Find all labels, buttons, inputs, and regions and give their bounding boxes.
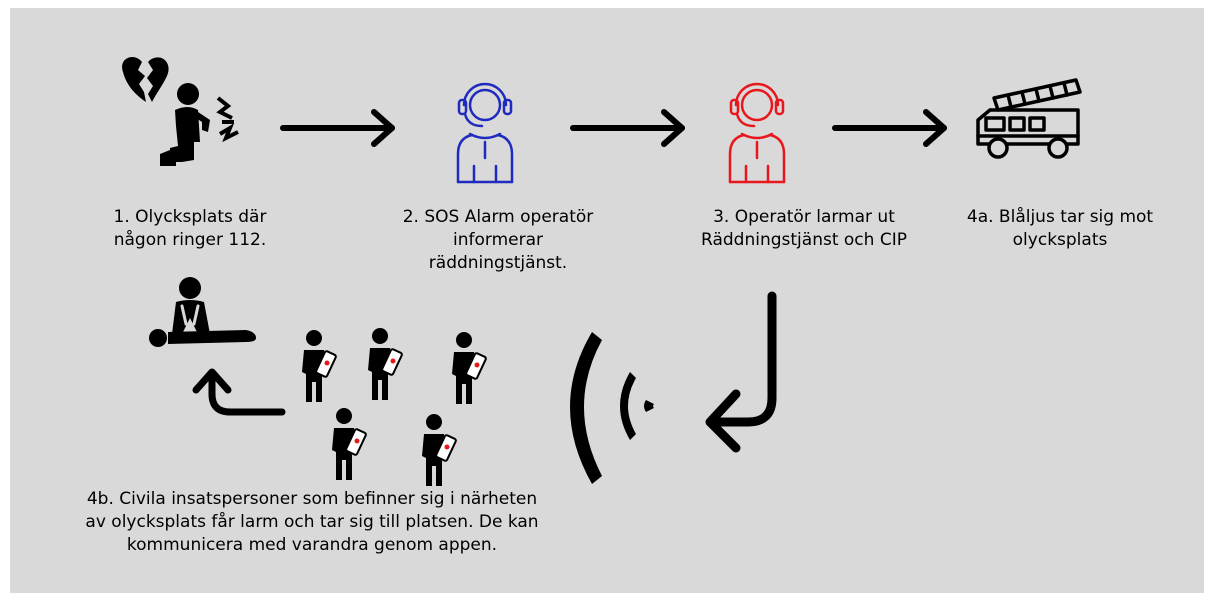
sos-operator-headset-icon [456, 82, 514, 184]
cpr-icon [149, 277, 256, 347]
step4b-caption-line1: 4b. Civila insatspersoner som befinner s… [86, 489, 538, 509]
person-with-phone-icon [332, 408, 367, 480]
diagram-canvas: 1. Olycksplats där någon ringer 112. 2. … [10, 8, 1204, 593]
step4b-caption-line3: kommunicera med varandra genom appen. [126, 535, 498, 555]
curved-arrow-up-left-icon [192, 368, 286, 416]
step4a-caption: 4a. Blåljus tar sig mot olycksplats [960, 206, 1160, 252]
step1-caption-line1: 1. Olycksplats där [113, 207, 267, 227]
fire-truck-icon [976, 78, 1082, 159]
step1-caption: 1. Olycksplats där någon ringer 112. [102, 206, 278, 252]
person-calling-icon [122, 57, 239, 166]
curved-arrow-down-left-icon [705, 291, 777, 453]
step3-caption: 3. Operatör larmar ut Räddningstjänst oc… [682, 206, 926, 252]
step4b-caption-line2: av olycksplats får larm och tar sig till… [85, 512, 539, 532]
step3-caption-line1: 3. Operatör larmar ut [713, 207, 895, 227]
person-with-phone-icon [452, 332, 487, 404]
step4a-caption-line2: olycksplats [1012, 230, 1108, 250]
wireless-signal-icon [570, 332, 654, 484]
arrow-right-icon [280, 109, 395, 147]
person-with-phone-icon [302, 330, 337, 402]
arrow-right-icon [832, 109, 947, 147]
step2-caption-line1: 2. SOS Alarm operatör [402, 207, 594, 227]
person-with-phone-icon [368, 328, 403, 400]
step2-caption-line3: räddningstjänst. [428, 253, 568, 273]
step1-caption-line2: någon ringer 112. [113, 230, 267, 250]
step2-caption: 2. SOS Alarm operatör informerar räddnin… [392, 206, 604, 275]
person-with-phone-icon [422, 414, 457, 486]
step4b-caption: 4b. Civila insatspersoner som befinner s… [72, 488, 552, 557]
step2-caption-line2: informerar [453, 230, 543, 250]
broken-heart-icon [122, 57, 169, 102]
rescue-operator-headset-icon [728, 82, 786, 184]
arrow-right-icon [570, 109, 685, 147]
step3-caption-line2: Räddningstjänst och CIP [701, 230, 907, 250]
step4a-caption-line1: 4a. Blåljus tar sig mot [966, 207, 1154, 227]
